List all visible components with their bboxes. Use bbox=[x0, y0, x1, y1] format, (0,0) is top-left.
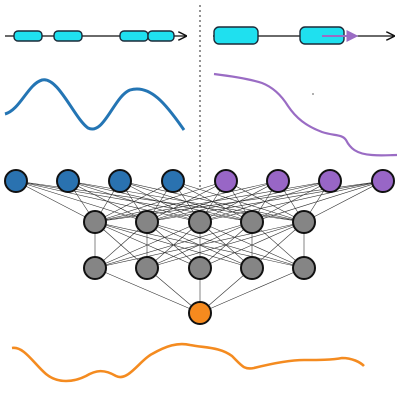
network-edge bbox=[146, 221, 305, 269]
network-edge bbox=[199, 267, 305, 314]
input-node-left bbox=[161, 169, 185, 193]
network-edge bbox=[94, 221, 253, 269]
hidden-node-layer-2 bbox=[240, 256, 264, 280]
network-edge bbox=[146, 180, 384, 223]
network-edge bbox=[94, 221, 305, 269]
left-segment-timeline bbox=[5, 30, 186, 42]
input-node-right bbox=[266, 169, 290, 193]
input-node-left bbox=[56, 169, 80, 193]
speck-dot bbox=[312, 93, 314, 95]
right-signal-curve bbox=[213, 72, 398, 157]
hidden-node-layer-1 bbox=[135, 210, 159, 234]
input-node-right bbox=[371, 169, 395, 193]
hidden-node-layer-2 bbox=[83, 256, 107, 280]
right-segment bbox=[213, 26, 259, 45]
network-edge bbox=[94, 180, 174, 223]
hidden-node-layer-2 bbox=[188, 256, 212, 280]
network-edge bbox=[15, 180, 96, 223]
input-node-left bbox=[4, 169, 28, 193]
network-edge bbox=[94, 221, 201, 269]
network-edges bbox=[15, 180, 384, 314]
network-edge bbox=[94, 180, 279, 223]
input-node-right bbox=[214, 169, 238, 193]
hidden-node-layer-1 bbox=[188, 210, 212, 234]
left-segment bbox=[119, 30, 149, 42]
hidden-node-layer-2 bbox=[292, 256, 316, 280]
right-segment-timeline bbox=[213, 26, 394, 45]
network-edge bbox=[94, 267, 201, 314]
input-node-right bbox=[318, 169, 342, 193]
left-signal-curve bbox=[4, 78, 186, 131]
left-segment bbox=[53, 30, 83, 42]
left-segment bbox=[147, 30, 175, 42]
network-edge bbox=[94, 180, 227, 223]
left-segment bbox=[13, 30, 43, 42]
hidden-node-layer-1 bbox=[292, 210, 316, 234]
network-edge bbox=[94, 180, 331, 223]
input-node-left bbox=[108, 169, 132, 193]
network-edge bbox=[251, 180, 384, 223]
hidden-node-layer-1 bbox=[83, 210, 107, 234]
network-edge bbox=[199, 180, 384, 223]
network-nodes bbox=[4, 169, 395, 325]
hidden-node-layer-2 bbox=[135, 256, 159, 280]
network-edge bbox=[303, 180, 384, 223]
hidden-node-layer-1 bbox=[240, 210, 264, 234]
output-signal-curve bbox=[11, 342, 365, 383]
network-edge bbox=[199, 221, 305, 269]
output-node bbox=[188, 301, 212, 325]
